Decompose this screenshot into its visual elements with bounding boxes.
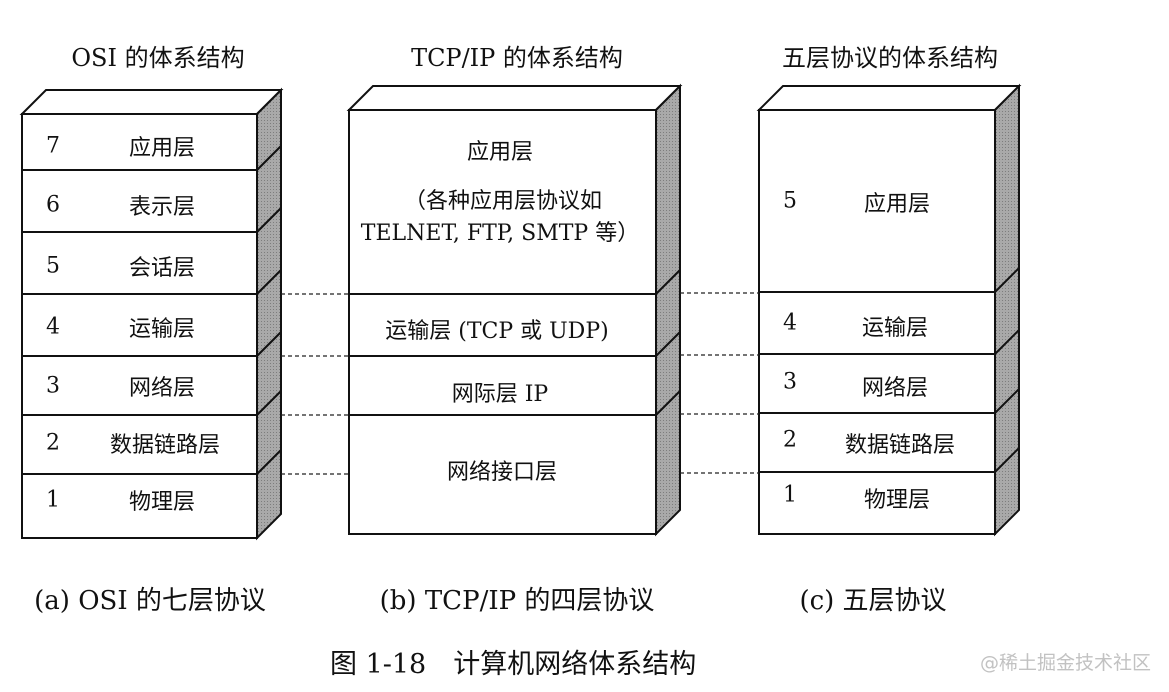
caption-a: (a) OSI 的七层协议 [34, 586, 266, 616]
five-layer-name: 物理层 [863, 488, 931, 513]
osi-layer-number: 6 [46, 192, 60, 218]
osi-layer-name: 会话层 [128, 256, 196, 281]
osi-layer-number: 2 [46, 430, 60, 456]
tcpip-transport-layer: 运输层 (TCP 或 UDP) [385, 319, 609, 344]
osi-stack [19, 87, 284, 541]
tcpip-internet-layer: 网际层 IP [451, 382, 549, 407]
osi-heading: OSI 的体系结构 [71, 44, 245, 72]
five-stack-side-face [994, 83, 1020, 537]
five-layer-heading: 五层协议的体系结构 [782, 44, 998, 72]
osi-layer-name: 网络层 [128, 376, 196, 401]
figure-title: 图 1-18 计算机网络体系结构 [330, 649, 697, 680]
layer-correspondence-lines [281, 292, 759, 475]
five-stack-top-face [756, 85, 1022, 111]
osi-stack-top-face [19, 89, 284, 115]
osi-layer-name: 运输层 [128, 317, 196, 342]
tcpip-application-desc-line2: TELNET, FTP, SMTP 等） [360, 221, 640, 246]
osi-layer-number: 3 [46, 373, 60, 399]
osi-stack-front-face [21, 113, 258, 539]
five-layer-name: 网络层 [861, 376, 929, 401]
five-layer-number: 4 [783, 310, 797, 336]
caption-b: (b) TCP/IP 的四层协议 [379, 586, 655, 616]
five-layer-number: 2 [783, 427, 797, 453]
tcpip-application-desc-line1: （各种应用层协议如 [403, 189, 603, 214]
five-layer-name: 应用层 [863, 192, 931, 217]
five-stack-front-face [758, 109, 996, 535]
tcpip-stack-front-face [348, 109, 657, 535]
five-layer-number: 1 [783, 482, 797, 508]
five-layer-name: 运输层 [861, 316, 929, 341]
osi-layer-name: 数据链路层 [109, 433, 221, 458]
watermark: @稀土掘金技术社区 [979, 652, 1151, 674]
caption-c: (c) 五层协议 [799, 586, 947, 616]
five-layer-number: 5 [783, 188, 797, 214]
tcpip-stack-side-face [655, 83, 681, 537]
osi-layer-number: 4 [46, 314, 60, 340]
tcpip-stack-top-face [346, 85, 683, 111]
tcpip-network-interface-layer: 网络接口层 [446, 460, 558, 485]
osi-layer-name: 应用层 [128, 136, 196, 161]
osi-layer-name: 物理层 [128, 490, 196, 515]
five-layer-name: 数据链路层 [844, 433, 956, 458]
tcpip-heading: TCP/IP 的体系结构 [411, 44, 623, 72]
osi-layer-number: 1 [46, 487, 60, 513]
tcpip-application-layer-name: 应用层 [466, 140, 534, 165]
five-layer-stack [756, 83, 1022, 537]
five-layer-number: 3 [783, 369, 797, 395]
osi-layer-name: 表示层 [128, 195, 196, 220]
osi-layer-number: 7 [46, 133, 60, 159]
tcpip-stack [346, 83, 683, 537]
osi-layer-number: 5 [46, 253, 60, 279]
